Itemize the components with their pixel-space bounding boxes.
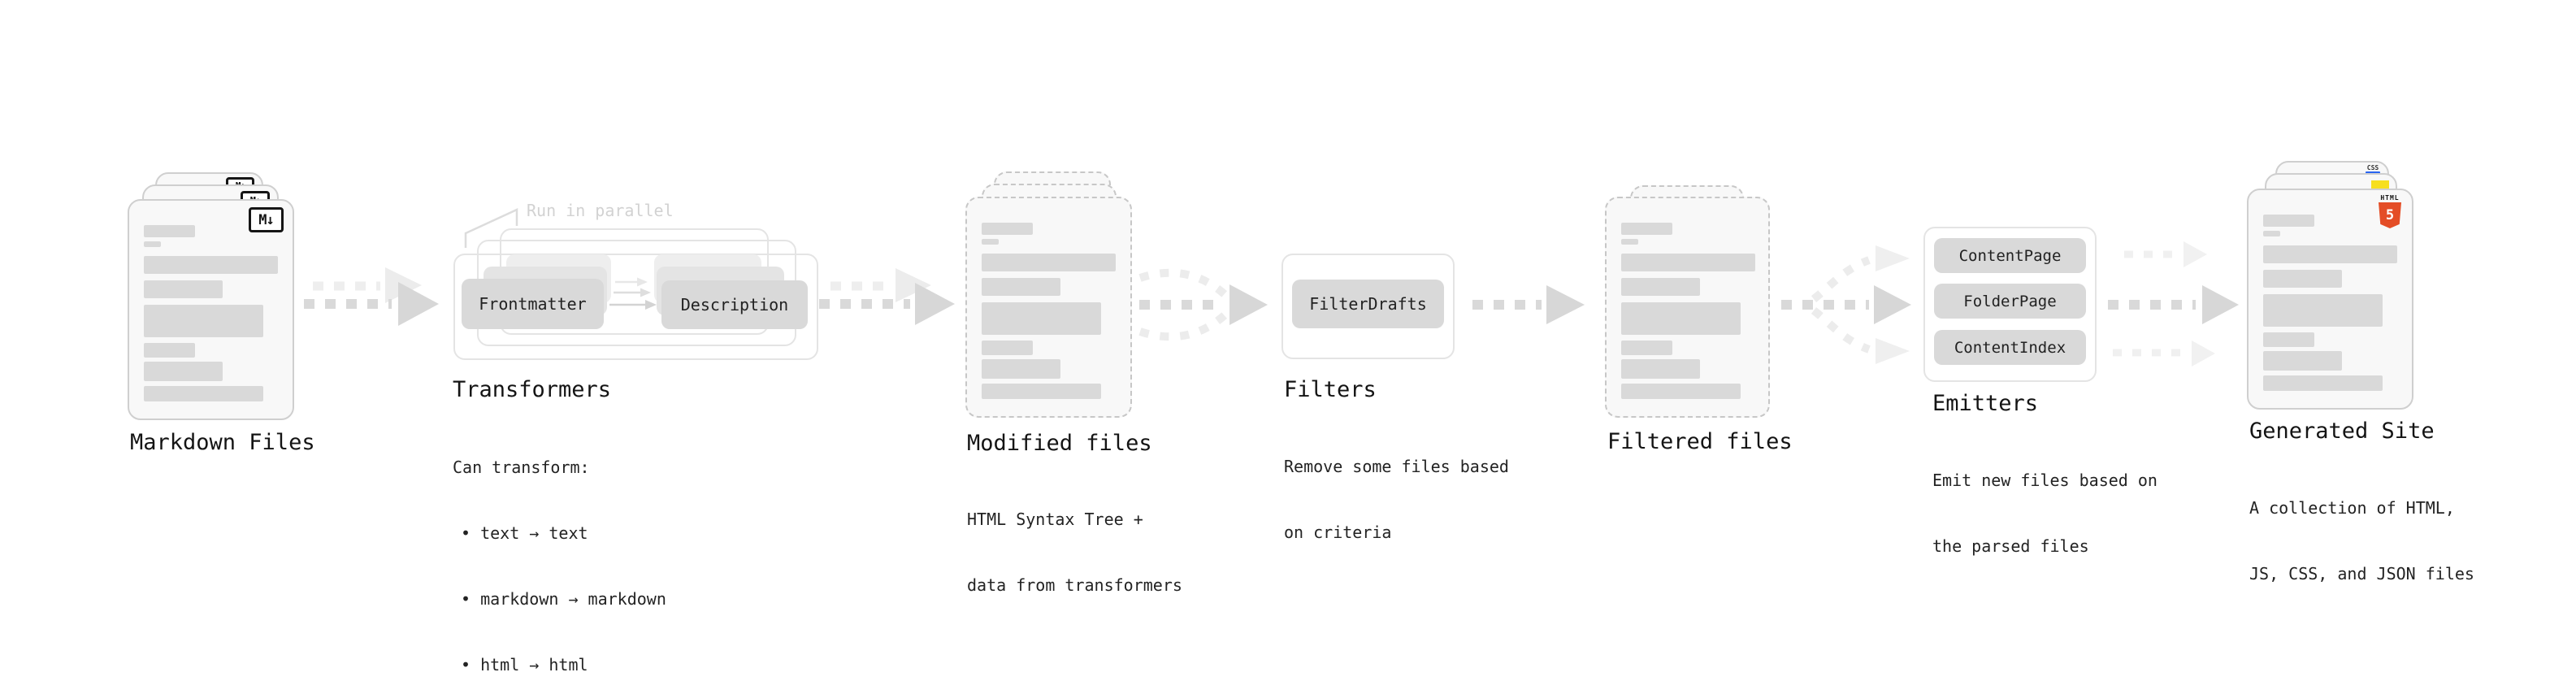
- description-line: HTML Syntax Tree +: [967, 510, 1143, 529]
- content-bar: [2263, 231, 2280, 236]
- modified-files-label: Modified files: [967, 431, 1152, 456]
- content-bar: [144, 256, 278, 274]
- description-line: the parsed files: [1932, 536, 2089, 556]
- content-bar: [144, 343, 195, 358]
- filters-label: Filters: [1284, 377, 1377, 402]
- transform-bullet: • html → html: [461, 655, 588, 674]
- transformers-description: Can transform: • text → text • markdown …: [453, 413, 666, 681]
- site-file-card-front: HTML 5: [2247, 189, 2413, 410]
- description-line: data from transformers: [967, 575, 1182, 595]
- content-bar: [2263, 351, 2342, 371]
- content-bar: [1621, 254, 1755, 271]
- modified-file-card-front: [965, 197, 1132, 418]
- markdown-icon: M↓: [249, 207, 284, 232]
- filtered-files-label: Filtered files: [1607, 429, 1793, 454]
- arrow-filtered-to-emitters: [1781, 245, 1911, 364]
- description-line: A collection of HTML,: [2249, 498, 2455, 518]
- css-underline: [2366, 171, 2380, 174]
- content-bar: [2263, 294, 2383, 327]
- html5-shield: 5: [2379, 202, 2401, 228]
- filtered-file-card-front: [1605, 197, 1770, 418]
- content-bar: [2263, 245, 2397, 263]
- content-bar: [144, 362, 223, 381]
- content-bar: [2263, 375, 2383, 391]
- content-bar: [144, 305, 263, 337]
- css-icon: CSS: [2366, 164, 2380, 174]
- content-bar: [1621, 278, 1700, 296]
- filters-box: FilterDrafts: [1281, 254, 1455, 359]
- content-bar: [1621, 239, 1638, 245]
- emitters-label: Emitters: [1932, 391, 2039, 416]
- description-pill: Description: [661, 280, 808, 329]
- content-bar: [144, 280, 223, 298]
- filters-description: Remove some files based on criteria: [1284, 412, 1509, 588]
- arrow-emitters-to-site: [2108, 241, 2239, 367]
- content-bar: [982, 384, 1101, 399]
- generated-site-label: Generated Site: [2249, 419, 2435, 444]
- markdown-file-card-front: M↓: [128, 199, 294, 420]
- arrow-transformers-to-modified: [819, 268, 955, 325]
- content-bar: [982, 239, 999, 245]
- modified-files-description: HTML Syntax Tree + data from transformer…: [967, 465, 1182, 640]
- arrow-filters-to-filtered: [1472, 285, 1585, 324]
- content-bar: [982, 223, 1033, 235]
- markdown-files-label: Markdown Files: [130, 430, 315, 455]
- html5-word: HTML: [2380, 194, 2400, 202]
- html5-number: 5: [2385, 207, 2395, 223]
- content-bar: [982, 359, 1060, 379]
- content-bar: [982, 340, 1033, 355]
- description-line: Emit new files based on: [1932, 471, 2158, 490]
- filterdrafts-pill: FilterDrafts: [1292, 280, 1444, 328]
- html5-icon: HTML 5: [2378, 194, 2402, 228]
- content-bar: [2263, 332, 2314, 347]
- contentindex-pill: ContentIndex: [1934, 330, 2086, 365]
- javascript-icon: [2371, 180, 2389, 189]
- content-bar: [2263, 215, 2314, 227]
- description-line: on criteria: [1284, 523, 1392, 542]
- description-line: Remove some files based: [1284, 457, 1509, 476]
- transformer-box-front: [453, 254, 818, 360]
- description-line: JS, CSS, and JSON files: [2249, 564, 2474, 583]
- emitters-box: ContentPage FolderPage ContentIndex: [1923, 227, 2097, 382]
- content-bar: [2263, 270, 2342, 288]
- arrow-markdown-to-transformers: [304, 267, 439, 326]
- content-bar: [1621, 302, 1741, 335]
- transform-bullet: • text → text: [461, 523, 588, 543]
- content-bar: [982, 278, 1060, 296]
- content-bar: [1621, 223, 1672, 235]
- content-bar: [1621, 384, 1741, 399]
- generated-site-description: A collection of HTML, JS, CSS, and JSON …: [2249, 453, 2474, 629]
- frontmatter-pill: Frontmatter: [462, 279, 604, 329]
- content-bar: [144, 241, 161, 247]
- contentpage-pill: ContentPage: [1934, 238, 2086, 273]
- content-bar: [982, 254, 1116, 271]
- css-label: CSS: [2366, 164, 2379, 171]
- content-bar: [1621, 340, 1672, 355]
- content-bar: [144, 225, 195, 237]
- emitters-description: Emit new files based on the parsed files: [1932, 426, 2158, 601]
- content-bar: [1621, 359, 1700, 379]
- transformers-label: Transformers: [453, 377, 612, 402]
- run-in-parallel-annotation: Run in parallel: [527, 201, 674, 220]
- arrow-modified-to-filters: [1138, 268, 1268, 341]
- transform-bullet: • markdown → markdown: [461, 589, 666, 609]
- content-bar: [982, 302, 1101, 335]
- can-transform-line: Can transform:: [453, 458, 590, 477]
- content-bar: [144, 386, 263, 401]
- folderpage-pill: FolderPage: [1934, 284, 2086, 319]
